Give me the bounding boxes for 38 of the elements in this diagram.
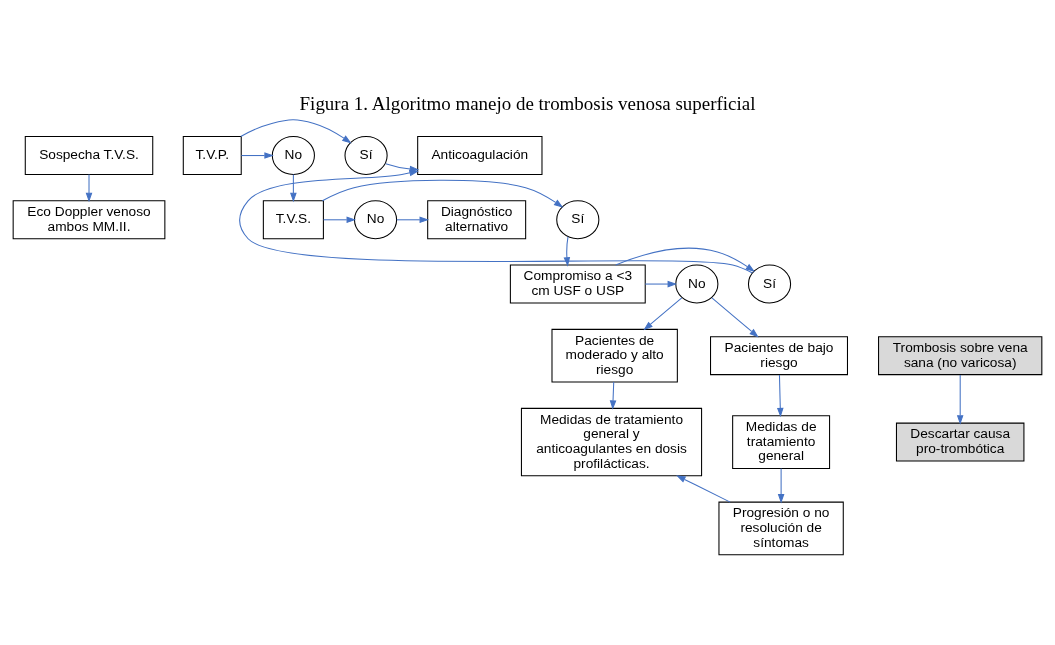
diagram-title: Figura 1. Algoritmo manejo de trombosis venosa superficial (299, 92, 756, 114)
arrow (609, 381, 617, 410)
node-box: T.V.P. (182, 136, 242, 176)
arrow (643, 297, 683, 331)
node-box: T.V.S. (262, 200, 324, 240)
arrow (323, 216, 356, 224)
node-box: Descartar causa pro-trombótica (895, 422, 1025, 462)
arrow (711, 297, 759, 338)
arrow (644, 280, 678, 288)
node-box: Progresión o no resolución de síntomas (718, 501, 844, 556)
node-box: Compromiso a <3 cm USF o USP (509, 264, 646, 304)
node-box: Sospecha T.V.S. (24, 136, 154, 176)
arrow (85, 174, 93, 203)
node-ellipse: Sí (344, 136, 388, 176)
arrow (777, 467, 785, 504)
node-box: Medidas de tratamiento general (732, 415, 831, 469)
arrow (676, 475, 731, 503)
arrow (239, 169, 753, 274)
arrow (563, 236, 571, 267)
arrow (615, 247, 756, 273)
node-box: Trombosis sobre vena sana (no varicosa) (878, 336, 1043, 376)
node-box: Pacientes de moderado y alto riesgo (551, 328, 678, 383)
node-circle: No (353, 200, 398, 240)
node-box: Pacientes de bajo riesgo (710, 336, 848, 376)
node-box: Anticoagulación (417, 136, 543, 176)
node-box: Eco Doppler venoso ambos MM.II. (12, 200, 166, 240)
arrow (240, 119, 352, 144)
arrow (776, 374, 784, 418)
node-circle: No (675, 264, 719, 304)
arrow (240, 152, 274, 159)
arrow (321, 179, 564, 208)
arrow (396, 216, 429, 224)
arrow (290, 174, 297, 203)
arrow (956, 374, 964, 425)
node-circle: Sí (556, 200, 600, 240)
node-box: Medidas de tratamiento general y anticoagulantes en dosis profilácticas. (520, 407, 703, 477)
node-box: Diagnóstico alternativo (427, 200, 527, 240)
node-circle: No (271, 136, 315, 176)
